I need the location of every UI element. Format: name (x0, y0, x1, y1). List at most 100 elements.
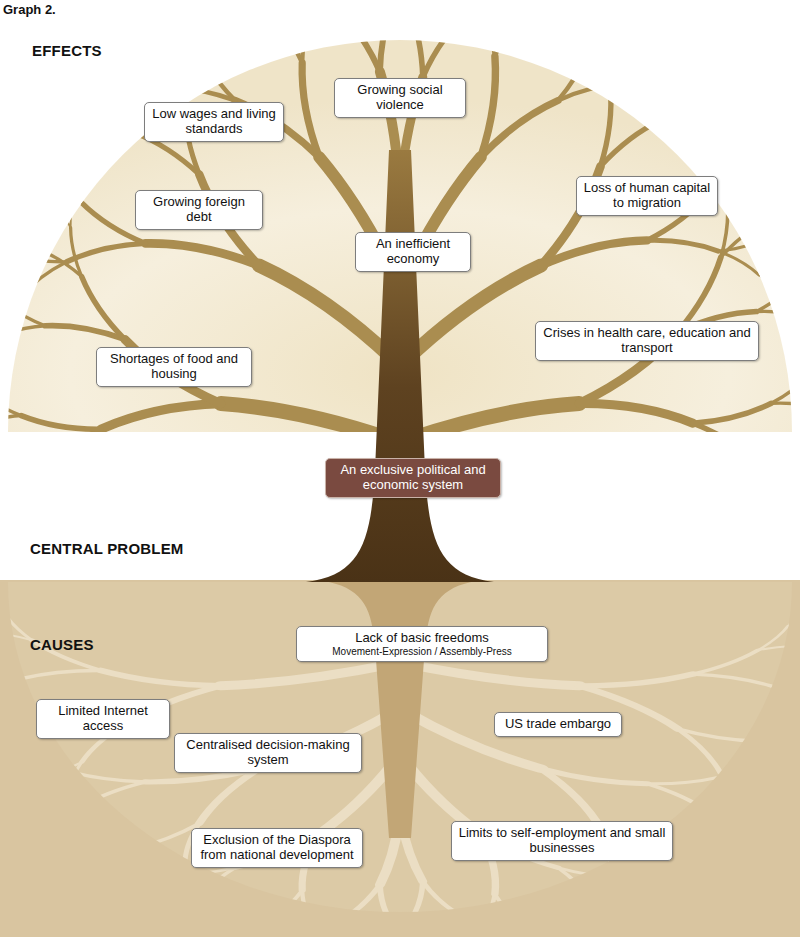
branch (528, 929, 563, 937)
branch (305, 927, 315, 937)
branch (337, 8, 380, 72)
branch (528, 929, 533, 937)
branch (757, 276, 800, 311)
branch (727, 810, 745, 831)
branch (169, 927, 187, 937)
branch (461, 0, 469, 20)
branch (98, 60, 106, 92)
branch (107, 39, 125, 64)
branch (82, 125, 135, 133)
branch (125, 916, 158, 919)
branch (71, 792, 76, 812)
branch (326, 0, 337, 8)
branch (326, 923, 337, 937)
branch (529, 936, 546, 937)
branch (139, 916, 158, 931)
branch (626, 6, 654, 15)
branch (0, 388, 21, 416)
branch (148, 890, 156, 909)
branch (647, 784, 708, 812)
branch (302, 890, 315, 927)
branch (788, 607, 797, 626)
branch (0, 532, 2, 557)
branch (0, 480, 32, 494)
branch (395, 0, 422, 1)
branch (647, 777, 718, 783)
branch (169, 0, 187, 2)
branch (156, 866, 185, 891)
problem-box: Growing foreign debt (135, 190, 263, 230)
problem-box: Centralised decision-making system (174, 733, 362, 773)
branch (101, 670, 221, 685)
branch (14, 254, 67, 262)
branch (636, 2, 640, 39)
branch (610, 876, 636, 904)
branch (475, 935, 480, 937)
branch (771, 686, 800, 707)
branch (395, 928, 422, 937)
branch (759, 275, 778, 300)
branch (687, 884, 691, 906)
branch (407, 925, 415, 937)
branch (225, 0, 265, 8)
branch (81, 782, 145, 807)
branch (0, 416, 21, 430)
branch (148, 31, 156, 63)
branch (423, 882, 462, 917)
branch (225, 924, 265, 937)
branch (586, 931, 596, 937)
branch (558, 85, 619, 101)
problem-box: Growing social violence (334, 78, 466, 118)
branch (721, 774, 728, 810)
branch (315, 927, 338, 937)
branch (107, 890, 125, 905)
problem-box: Limits to self-employment and small busi… (451, 821, 673, 861)
branch (44, 831, 52, 850)
branch (117, 88, 165, 100)
branch (0, 296, 22, 306)
branch (84, 868, 117, 871)
problem-box: Lack of basic freedomsMovement-Expressio… (296, 626, 548, 662)
branch (733, 840, 760, 853)
branch (708, 811, 757, 819)
branch (156, 63, 185, 104)
branch (475, 0, 495, 57)
branch (15, 221, 36, 249)
branch (558, 868, 619, 877)
branch (52, 853, 82, 864)
branch (693, 403, 771, 423)
branch (654, 894, 682, 899)
branch (718, 763, 759, 777)
branch (619, 85, 660, 90)
branch (693, 423, 758, 463)
branch (529, 934, 549, 936)
branch (44, 129, 52, 161)
box-text: Limits to self-employment and small busi… (458, 826, 666, 856)
branch (264, 890, 302, 923)
branch (765, 211, 800, 222)
branch (221, 664, 392, 686)
branch (0, 805, 29, 811)
branch (157, 901, 197, 916)
branch (756, 181, 789, 185)
branch (610, 39, 636, 86)
branch (0, 670, 21, 678)
trunk-reflection (306, 579, 494, 838)
branch (765, 795, 783, 816)
branch (15, 779, 36, 796)
branch (0, 584, 2, 609)
branch (259, 265, 394, 360)
branch (721, 197, 728, 257)
branch (291, 923, 337, 937)
branch (567, 909, 593, 927)
branch (601, 120, 662, 166)
branch (408, 404, 579, 440)
branch (0, 632, 32, 640)
problem-box: Limited Internet access (36, 699, 170, 739)
branch (0, 298, 45, 326)
branch (733, 125, 760, 147)
branch (767, 783, 800, 785)
branch (591, 0, 596, 42)
branch (199, 769, 259, 824)
branch (499, 932, 516, 937)
